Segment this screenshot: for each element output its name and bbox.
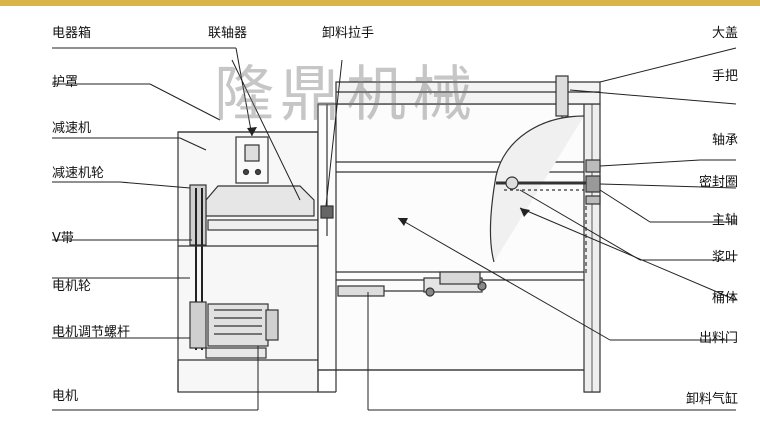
label-main-shaft: 主轴 bbox=[711, 213, 738, 228]
label-discharge-cylinder: 卸料气缸 bbox=[685, 392, 738, 407]
bearing bbox=[585, 159, 601, 173]
big-cover bbox=[335, 81, 601, 105]
motor-pulley bbox=[189, 301, 207, 349]
label-discharge-door: 出料门 bbox=[698, 331, 738, 346]
discharge-handle bbox=[320, 205, 334, 219]
reducer-pulley bbox=[189, 184, 207, 246]
label-motor: 电机 bbox=[52, 389, 79, 404]
label-motor-adjust-screw: 电机调节螺杆 bbox=[52, 325, 131, 340]
label-control-box: 电器箱 bbox=[52, 26, 92, 41]
label-discharge-handle: 卸料拉手 bbox=[322, 26, 375, 41]
label-reducer: 减速机 bbox=[52, 121, 92, 136]
label-paddle: 浆叶 bbox=[711, 250, 738, 265]
cover-handle bbox=[555, 75, 569, 117]
top-accent-bar bbox=[0, 0, 760, 6]
label-v-belt: V带 bbox=[52, 231, 74, 246]
discharge-cylinder bbox=[337, 285, 385, 297]
label-barrel: 桶体 bbox=[711, 291, 738, 306]
label-motor-pulley: 电机轮 bbox=[52, 279, 92, 294]
label-handle: 手把 bbox=[711, 69, 738, 84]
cover-open-arc bbox=[489, 115, 585, 263]
label-bearing: 轴承 bbox=[711, 133, 738, 148]
reducer bbox=[205, 185, 315, 217]
label-coupling: 联轴器 bbox=[208, 26, 248, 41]
label-reducer-pulley: 减速机轮 bbox=[52, 166, 105, 181]
watermark: 隆鼎机械 bbox=[214, 60, 478, 130]
seal-ring bbox=[585, 175, 601, 193]
label-guard: 护罩 bbox=[52, 75, 79, 90]
label-big-cover: 大盖 bbox=[711, 26, 738, 41]
discharge-door bbox=[439, 271, 481, 285]
label-seal-ring: 密封圈 bbox=[698, 175, 738, 190]
